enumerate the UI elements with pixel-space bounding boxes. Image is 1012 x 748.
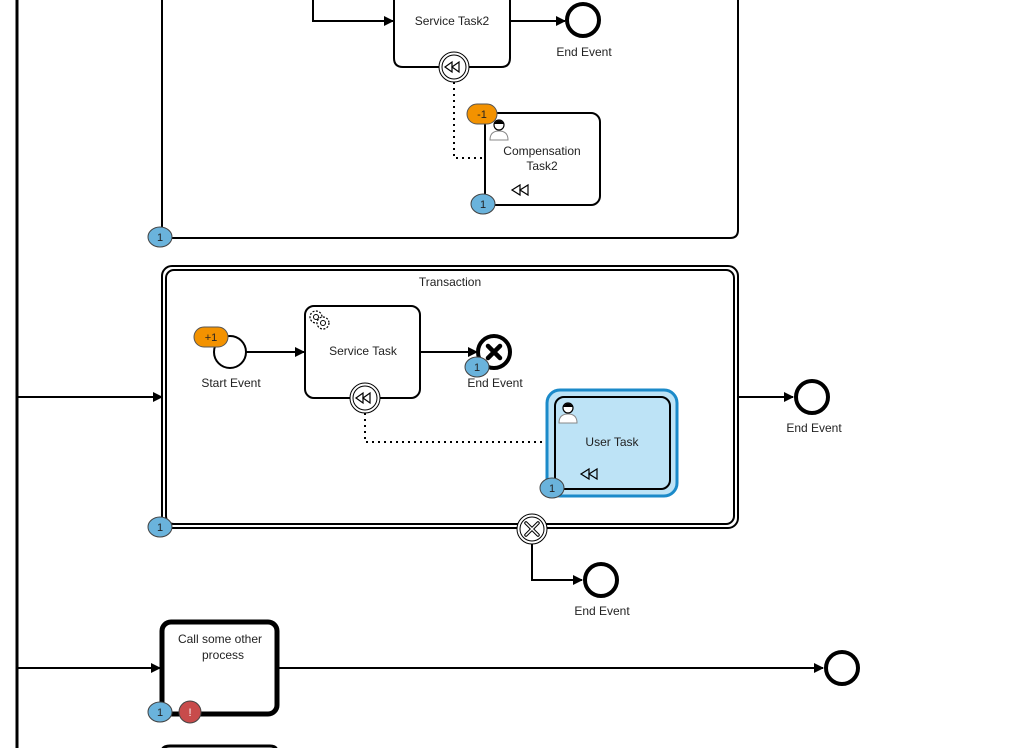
end-event-after-transaction-label: End Event (786, 421, 842, 435)
svg-text:1: 1 (549, 483, 555, 495)
call-activity-end-event[interactable] (824, 650, 860, 686)
cancel-icon (485, 343, 503, 361)
token-badge[interactable]: 1 (539, 477, 565, 499)
service-task[interactable]: Service Task (304, 305, 421, 399)
sequence-flow[interactable] (312, 0, 394, 26)
svg-text:1: 1 (157, 522, 163, 534)
compensation-task2[interactable]: Compensation Task2 (484, 112, 601, 206)
compensation-badge[interactable]: -1 (466, 103, 498, 125)
call-activity[interactable]: Call some other process (159, 619, 280, 717)
svg-text:1: 1 (157, 232, 163, 244)
compensation-badge[interactable]: +1 (193, 326, 229, 348)
next-activity-partial[interactable] (161, 744, 278, 748)
svg-text:-1: -1 (477, 109, 487, 121)
compensation-boundary-event[interactable] (438, 51, 470, 83)
svg-text:1: 1 (480, 199, 486, 211)
cancel-path-end-event[interactable]: End Event (574, 562, 630, 618)
token-badge[interactable]: 1 (464, 356, 490, 378)
svg-text:+1: +1 (205, 332, 218, 344)
service-task2-label: Service Task2 (415, 14, 490, 28)
compensation-association[interactable] (453, 82, 485, 159)
incident-badge[interactable]: ! (178, 700, 202, 724)
cancel-icon (524, 521, 540, 537)
compensation-boundary-event[interactable] (349, 382, 381, 414)
start-event-label: Start Event (201, 376, 261, 390)
token-badge[interactable]: 1 (147, 701, 173, 723)
end-event-top-label: End Event (556, 45, 612, 59)
compensation-marker-icon (510, 183, 529, 197)
end-event-after-transaction[interactable]: End Event (786, 379, 842, 435)
sequence-flow[interactable] (531, 544, 583, 585)
cancel-path-end-event-label: End Event (574, 604, 630, 618)
compensation-icon (443, 60, 460, 74)
call-activity-label-line2: process (202, 648, 244, 662)
user-task[interactable]: User Task (545, 388, 679, 498)
transaction-title: Transaction (419, 275, 481, 289)
user-task-label: User Task (585, 435, 639, 449)
svg-text:1: 1 (474, 362, 480, 374)
user-icon (558, 402, 578, 424)
svg-text:!: ! (188, 707, 191, 719)
compensation-icon (354, 391, 371, 405)
user-icon (489, 119, 509, 141)
token-badge[interactable]: 1 (470, 193, 496, 215)
end-event-top[interactable]: End Event (556, 2, 612, 59)
cancel-end-event-label: End Event (467, 376, 523, 390)
token-badge[interactable]: 1 (147, 226, 173, 248)
compensation-marker-icon (579, 467, 598, 481)
call-activity-label-line1: Call some other (178, 632, 262, 646)
compensation-task2-label-line2: Task2 (526, 159, 558, 173)
cancel-boundary-event[interactable] (516, 513, 548, 545)
gear-icon (309, 310, 330, 330)
service-task-label: Service Task (329, 344, 398, 358)
compensation-task2-label-line1: Compensation (503, 144, 580, 158)
service-task2[interactable]: Service Task2 (393, 0, 511, 68)
svg-text:1: 1 (157, 707, 163, 719)
token-badge[interactable]: 1 (147, 516, 173, 538)
